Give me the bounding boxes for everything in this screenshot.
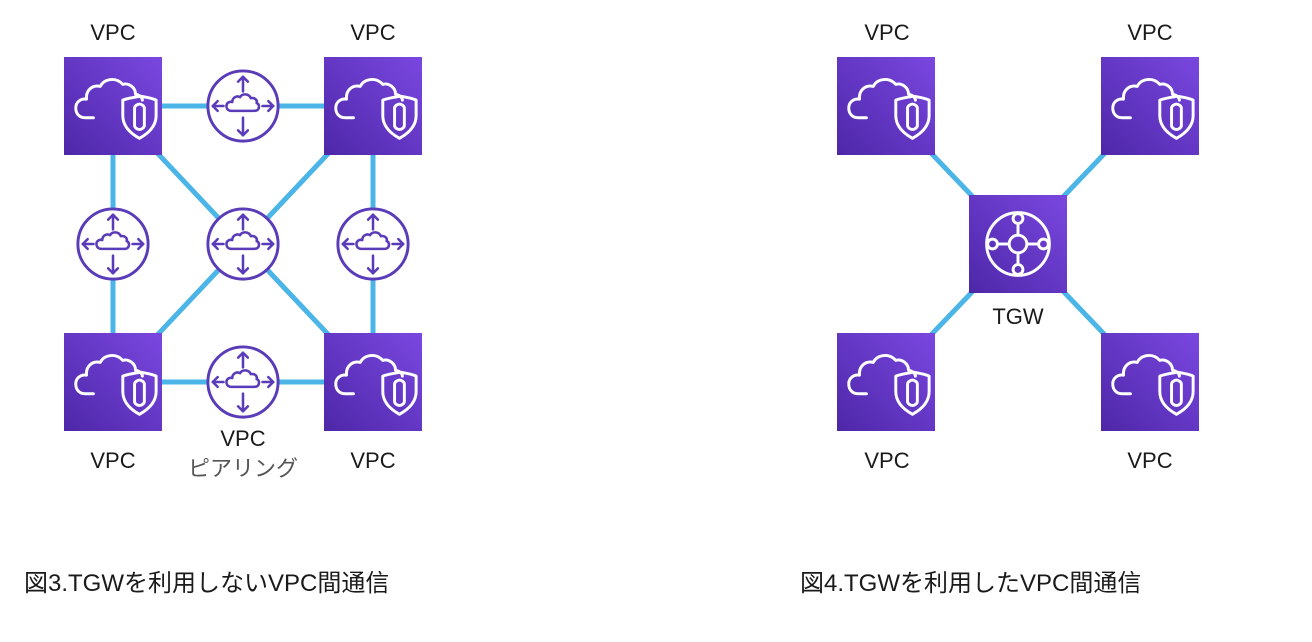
vpc-cloud-shield-icon bbox=[837, 333, 935, 431]
vpc-cloud-shield-icon bbox=[1101, 333, 1199, 431]
transit-gateway-icon bbox=[969, 195, 1067, 293]
tgw-label: TGW bbox=[992, 304, 1044, 329]
vpc-peering-center[interactable] bbox=[204, 205, 282, 283]
vpc-box-bottom-right[interactable] bbox=[324, 333, 422, 431]
vpc-label-top-left: VPC bbox=[90, 20, 136, 45]
transit-gateway-box[interactable] bbox=[969, 195, 1067, 293]
tgw-vpc-box-top-left[interactable] bbox=[837, 57, 935, 155]
peering-label: VPC ピアリング bbox=[173, 424, 313, 484]
vpc-peering-left[interactable] bbox=[74, 205, 152, 283]
vpc-cloud-shield-icon bbox=[64, 57, 162, 155]
vpc-box-top-left[interactable] bbox=[64, 57, 162, 155]
vpc-peering-right[interactable] bbox=[334, 205, 412, 283]
vpc-peering-icon bbox=[334, 205, 412, 283]
vpc-label-top-right: VPC bbox=[350, 20, 396, 45]
tgw-vpc-box-bottom-right[interactable] bbox=[1101, 333, 1199, 431]
vpc-label-bottom-right: VPC bbox=[350, 448, 396, 473]
vpc-label-bottom-left: VPC bbox=[90, 448, 136, 473]
vpc-cloud-shield-icon bbox=[324, 333, 422, 431]
tgw-vpc-label-top-left: VPC bbox=[864, 20, 910, 45]
tgw-vpc-label-bottom-left: VPC bbox=[864, 448, 910, 473]
vpc-peering-icon bbox=[204, 67, 282, 145]
vpc-peering-icon bbox=[204, 205, 282, 283]
tgw-vpc-box-bottom-left[interactable] bbox=[837, 333, 935, 431]
figure3-caption: 図3.TGWを利用しないVPC間通信 bbox=[24, 570, 390, 597]
vpc-peering-icon bbox=[74, 205, 152, 283]
vpc-peering-top[interactable] bbox=[204, 67, 282, 145]
tgw-vpc-label-top-right: VPC bbox=[1127, 20, 1173, 45]
peering-label-line1: VPC bbox=[220, 426, 266, 451]
figure4-caption: 図4.TGWを利用したVPC間通信 bbox=[800, 570, 1142, 597]
vpc-cloud-shield-icon bbox=[64, 333, 162, 431]
tgw-vpc-box-top-right[interactable] bbox=[1101, 57, 1199, 155]
vpc-peering-bottom[interactable] bbox=[204, 343, 282, 421]
peering-label-line2: ピアリング bbox=[187, 456, 298, 481]
vpc-cloud-shield-icon bbox=[837, 57, 935, 155]
vpc-box-top-right[interactable] bbox=[324, 57, 422, 155]
tgw-vpc-label-bottom-right: VPC bbox=[1127, 448, 1173, 473]
vpc-cloud-shield-icon bbox=[1101, 57, 1199, 155]
vpc-peering-icon bbox=[204, 343, 282, 421]
vpc-box-bottom-left[interactable] bbox=[64, 333, 162, 431]
vpc-cloud-shield-icon bbox=[324, 57, 422, 155]
